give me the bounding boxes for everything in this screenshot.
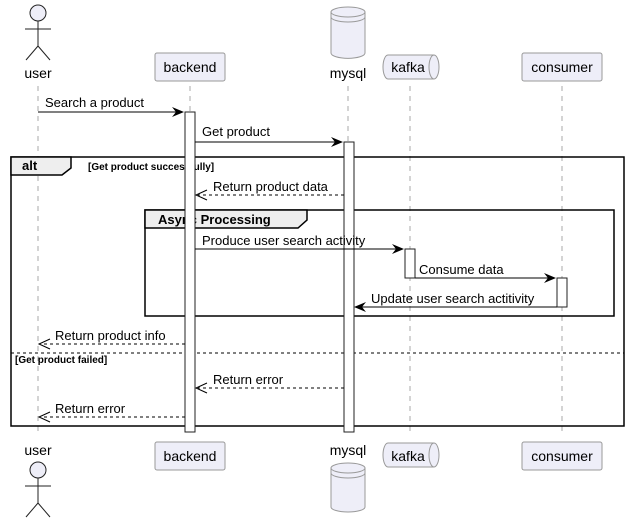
activation-kafka: [404, 248, 416, 279]
svg-text:Consume data: Consume data: [419, 262, 504, 277]
svg-text:Produce user search activity: Produce user search activity: [202, 233, 366, 248]
participant-backend-top: backend: [154, 52, 226, 82]
actor-head-icon: [29, 461, 47, 479]
message-return-product-info: Return product info: [37, 328, 185, 350]
message-update-activity: Update user search actitivity: [354, 291, 557, 312]
alt-frame: alt [Get product successfully] [Get prod…: [10, 156, 625, 427]
database-mysql-top: mysql: [330, 6, 367, 81]
svg-text:Return error: Return error: [55, 401, 126, 416]
activation-consumer: [556, 277, 568, 308]
database-mysql-bottom: mysql: [330, 442, 367, 513]
alt-guard: [Get product successfully]: [88, 162, 214, 173]
svg-text:backend: backend: [164, 448, 217, 464]
activation-backend: [184, 111, 196, 433]
actor-user-bottom: user: [24, 442, 52, 518]
svg-text:backend: backend: [164, 59, 217, 75]
queue-kafka-bottom: kafka: [382, 442, 440, 468]
svg-text:kafka: kafka: [391, 448, 425, 464]
svg-text:Search a product: Search a product: [45, 95, 144, 110]
actor-head-icon: [29, 4, 47, 22]
svg-text:consumer: consumer: [531, 59, 593, 75]
participant-label: user: [24, 65, 52, 81]
participant-label: user: [24, 442, 52, 458]
svg-text:consumer: consumer: [531, 448, 593, 464]
svg-text:mysql: mysql: [330, 65, 367, 81]
participant-backend-bottom: backend: [154, 441, 226, 471]
message-consume-data: Consume data: [415, 262, 556, 283]
svg-text:Get product: Get product: [202, 124, 270, 139]
svg-text:kafka: kafka: [391, 59, 425, 75]
svg-text:Return product info: Return product info: [55, 328, 166, 343]
else-guard: [Get product failed]: [15, 355, 107, 366]
message-produce-activity: Produce user search activity: [195, 233, 404, 254]
participant-consumer-top: consumer: [521, 52, 603, 82]
svg-text:mysql: mysql: [330, 442, 367, 458]
message-return-product-data: Return product data: [194, 179, 344, 201]
svg-text:Return error: Return error: [213, 372, 284, 387]
svg-text:Return product data: Return product data: [213, 179, 329, 194]
svg-text:Update user search actitivity: Update user search actitivity: [371, 291, 535, 306]
message-get-product: Get product: [195, 124, 343, 147]
message-return-error-user: Return error: [37, 401, 185, 423]
message-search-product: Search a product: [38, 95, 184, 117]
queue-kafka-top: kafka: [382, 54, 440, 80]
message-return-error-backend: Return error: [194, 372, 344, 394]
actor-user-top: user: [24, 4, 52, 81]
participant-consumer-bottom: consumer: [521, 441, 603, 471]
activation-mysql: [343, 141, 355, 433]
alt-frame-tag: alt: [22, 158, 38, 173]
async-group-tag: Async Processing: [158, 212, 271, 227]
